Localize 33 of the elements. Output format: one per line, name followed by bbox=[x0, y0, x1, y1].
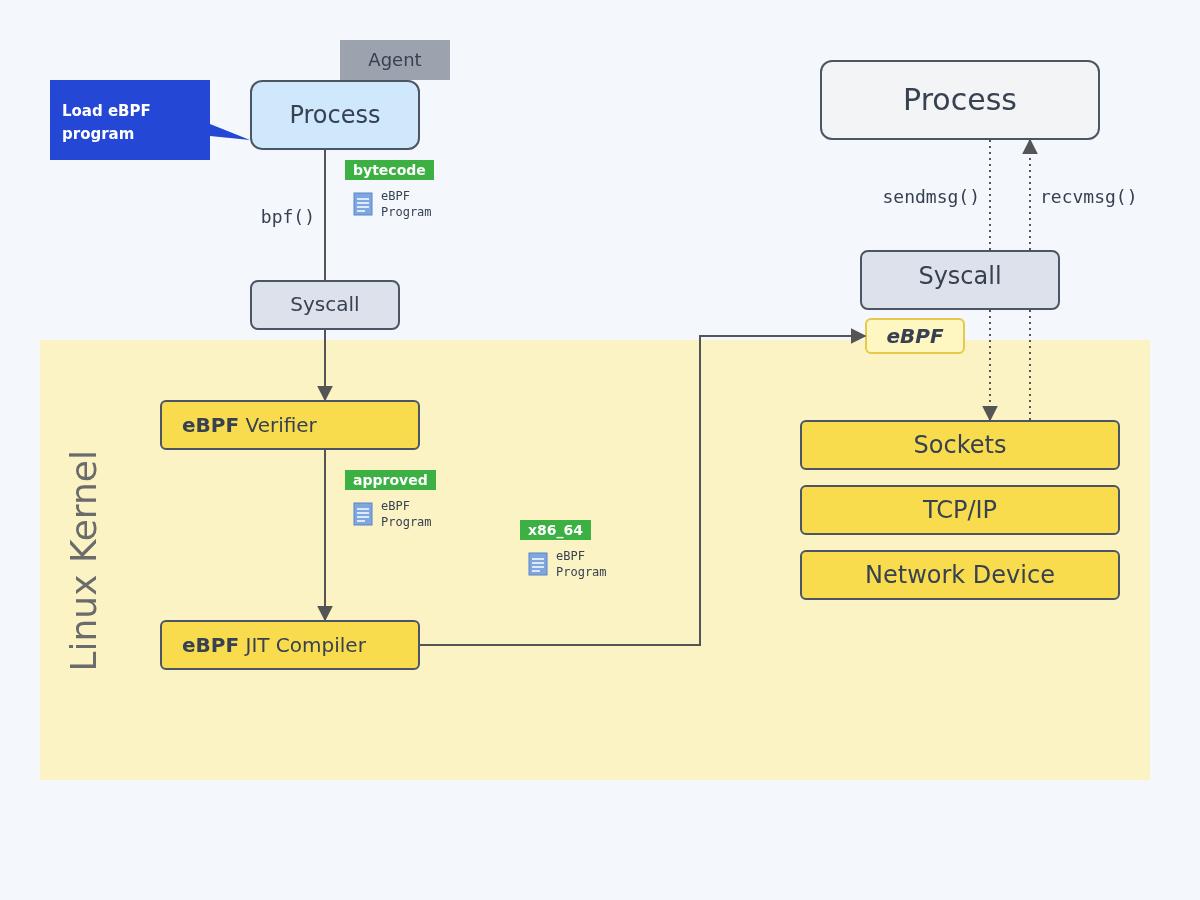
status-tag: x86_64 bbox=[520, 520, 591, 540]
kernel-component-box bbox=[800, 550, 1120, 600]
callout-text: Load eBPF program bbox=[62, 101, 152, 145]
agent-tag: Agent bbox=[340, 40, 450, 80]
status-tag: bytecode bbox=[345, 160, 434, 180]
kernel-label: Linux Kernel bbox=[64, 450, 104, 672]
dotted-arrow bbox=[1022, 138, 1038, 251]
speech-bubble bbox=[50, 80, 250, 160]
program-label: eBPF Program bbox=[556, 548, 608, 580]
edge-label: bpf() bbox=[260, 205, 315, 229]
dotted-arrow bbox=[982, 309, 998, 422]
component-label: eBPF JIT Compiler bbox=[182, 632, 366, 659]
kernel-component-box bbox=[160, 620, 420, 670]
kernel-component-box bbox=[800, 420, 1120, 470]
edge-label: sendmsg() bbox=[882, 185, 980, 209]
syscall-box: Syscall bbox=[250, 280, 400, 330]
component-label: eBPF Verifier bbox=[182, 412, 317, 439]
kernel-component-box bbox=[160, 400, 420, 450]
component-label: Sockets bbox=[913, 430, 1007, 461]
component-label: TCP/IP bbox=[922, 495, 998, 526]
ebpf-hook-badge: eBPF bbox=[865, 318, 965, 354]
arrow bbox=[317, 449, 333, 622]
kernel-component-box bbox=[800, 485, 1120, 535]
process-box: Process bbox=[250, 80, 420, 150]
status-tag: approved bbox=[345, 470, 436, 490]
arrow bbox=[419, 328, 867, 646]
program-label: eBPF Program bbox=[381, 498, 433, 530]
component-label: Network Device bbox=[865, 560, 1055, 591]
edge-label: recvmsg() bbox=[1040, 185, 1138, 209]
program-label: eBPF Program bbox=[381, 188, 433, 220]
syscall-box: Syscall bbox=[860, 250, 1060, 310]
process-box: Process bbox=[820, 60, 1100, 140]
arrow bbox=[317, 329, 333, 402]
